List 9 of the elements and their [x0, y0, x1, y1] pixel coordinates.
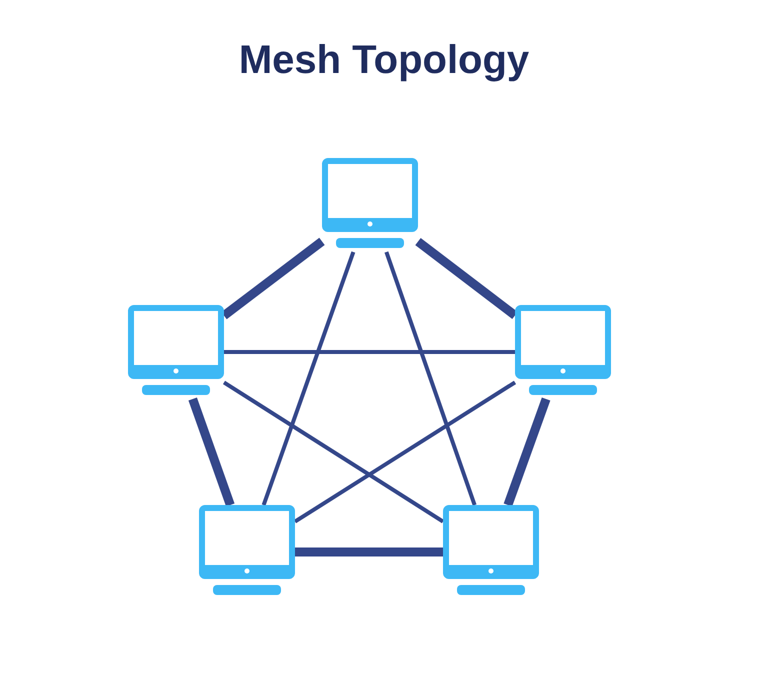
- connection-line: [188, 398, 235, 506]
- connection-line: [384, 251, 476, 506]
- connection-line: [504, 397, 550, 507]
- connection-line: [222, 380, 444, 524]
- title: Mesh Topology: [238, 38, 530, 82]
- connection-line: [262, 251, 356, 506]
- connection-line: [224, 350, 515, 354]
- connection-line: [295, 548, 443, 556]
- connection-line: [294, 380, 516, 524]
